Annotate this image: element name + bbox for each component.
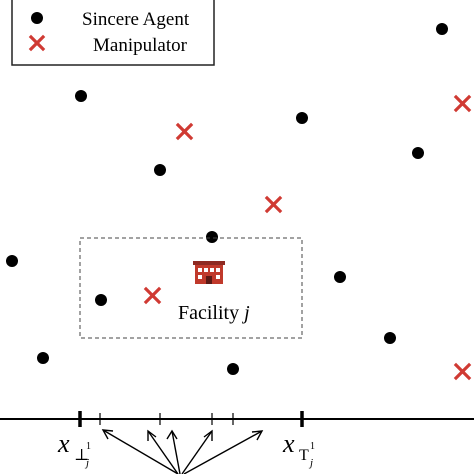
arrow-head (147, 429, 157, 441)
legend-manipulator-label: Manipulator (93, 35, 188, 56)
legend-box (11, 0, 215, 66)
axis: x ⊥ 1 j x T 1 j (0, 411, 474, 474)
sincere-agent (296, 112, 308, 124)
axis-label-right-sup: 1 (310, 441, 315, 452)
arrow-head (166, 429, 178, 440)
manipulator (175, 122, 194, 141)
axis-label-right-idx: j (308, 457, 313, 469)
legend-manipulator-marker (28, 34, 46, 52)
sincere-agent (436, 23, 448, 35)
sincere-agent (412, 147, 424, 159)
legend-sincere-label: Sincere Agent (82, 9, 190, 30)
arrow (181, 430, 213, 474)
axis-label-left: x ⊥ 1 j (57, 429, 95, 469)
sincere-agent (6, 255, 18, 267)
sincere-agent (384, 332, 396, 344)
sincere-agents (6, 23, 448, 375)
axis-label-right-sub: T (299, 447, 309, 464)
sincere-agent (206, 231, 218, 243)
facility-label-text: Facility (178, 302, 244, 324)
legend-sincere-marker (31, 12, 43, 24)
arrow (147, 430, 179, 474)
legend: Sincere Agent Manipulator (11, 0, 215, 66)
axis-label-left-sub: ⊥ (74, 447, 89, 464)
sincere-agent (154, 164, 166, 176)
arrow (171, 430, 181, 474)
axis-label-left-var: x (57, 429, 70, 458)
manipulator (264, 195, 283, 214)
facility-label-var: j (241, 302, 250, 324)
arrow-head (203, 429, 213, 441)
facility-region: Facility j (79, 237, 303, 339)
axis-label-right-var: x (282, 429, 295, 458)
building-icon (193, 261, 225, 284)
manipulator (143, 286, 162, 305)
sincere-agent (334, 271, 346, 283)
manipulator (453, 94, 472, 113)
sincere-agent (37, 352, 49, 364)
sincere-agent (95, 294, 107, 306)
arrow (102, 429, 179, 474)
axis-label-right: x T 1 j (282, 429, 319, 469)
facility-label: Facility j (178, 302, 250, 324)
arrow (183, 430, 263, 474)
axis-label-left-sup: 1 (86, 441, 91, 452)
manipulators (143, 94, 472, 381)
axis-label-left-idx: j (84, 457, 89, 469)
arrows (101, 429, 264, 474)
arrow-head (251, 430, 264, 441)
manipulator (453, 362, 472, 381)
arrow-head (101, 429, 114, 440)
sincere-agent (227, 363, 239, 375)
sincere-agent (75, 90, 87, 102)
